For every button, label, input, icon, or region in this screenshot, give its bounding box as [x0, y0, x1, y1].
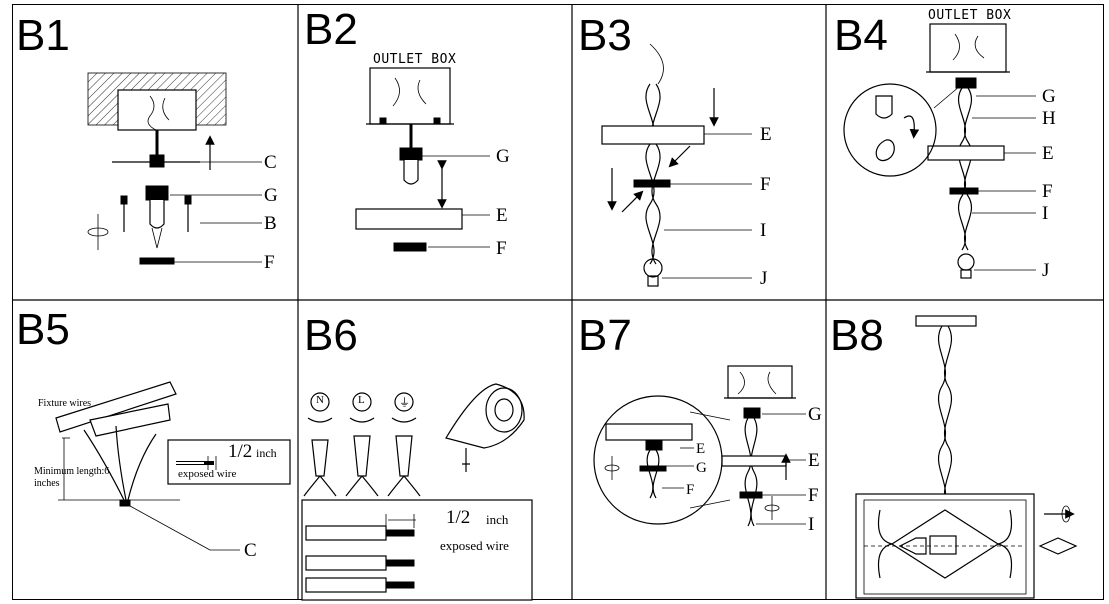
b3-label-i: I — [760, 220, 767, 241]
b3-label-e: E — [760, 124, 772, 145]
b5-fixture-wires-label: Fixture wires — [38, 398, 92, 409]
b7-label-e: E — [808, 450, 820, 471]
b6-strip-length: 1/2 — [446, 507, 471, 528]
b6-symbol-neutral: N — [316, 394, 324, 406]
b2-drawing — [355, 67, 490, 252]
b4-label-j: J — [1042, 260, 1050, 281]
b5-min-length-unit: inches — [34, 478, 60, 489]
b4-label-e: E — [1042, 143, 1054, 164]
b5-strip-length: 1/2 — [228, 441, 253, 462]
b6-exposed-wire-label: exposed wire — [440, 538, 509, 553]
step-tag-b6: B6 — [304, 311, 358, 360]
panel-grid — [12, 4, 1104, 600]
b1-label-c: C — [264, 152, 277, 173]
b3-label-f: F — [760, 174, 771, 195]
b4-label-g: G — [1042, 86, 1056, 107]
b1-label-b: B — [264, 213, 277, 234]
step-tag-b3: B3 — [578, 11, 632, 60]
b4-label-f: F — [1042, 181, 1053, 202]
b7-detail-label-e: E — [696, 441, 706, 457]
b4-label-i: I — [1042, 203, 1049, 224]
b5-drawing — [55, 381, 291, 551]
b5-label-c: C — [244, 540, 257, 561]
b7-drawing — [593, 365, 806, 527]
b5-strip-unit: inch — [256, 446, 277, 460]
b2-label-g: G — [496, 146, 510, 167]
step-tag-b1: B1 — [16, 11, 70, 60]
b4-outlet-box-label: OUTLET BOX — [928, 8, 1012, 23]
b6-drawing — [301, 383, 533, 601]
b1-label-g: G — [264, 185, 278, 206]
step-tag-b5: B5 — [16, 305, 70, 354]
b7-label-i: I — [808, 514, 815, 535]
b6-symbol-live: L — [358, 394, 365, 406]
step-tag-b4: B4 — [834, 11, 888, 60]
b4-label-h: H — [1042, 108, 1056, 129]
b3-label-j: J — [760, 268, 768, 289]
b7-label-g: G — [808, 404, 822, 425]
b5-exposed-wire-label: exposed wire — [178, 468, 237, 480]
step-tag-b8: B8 — [830, 311, 884, 360]
b7-detail-label-g: G — [696, 460, 707, 476]
b1-label-f: F — [264, 252, 275, 273]
b7-detail-label-f: F — [686, 482, 695, 498]
b6-strip-unit: inch — [486, 512, 509, 527]
b6-symbol-ground: ⏚ — [399, 397, 410, 409]
step-tag-b2: B2 — [304, 5, 358, 54]
b7-label-f: F — [808, 485, 819, 506]
step-tag-b7: B7 — [578, 311, 632, 360]
b5-min-length-label: Minimum length:6 — [34, 466, 110, 477]
b3-drawing — [601, 43, 752, 287]
b1-drawing — [87, 72, 262, 265]
b2-label-e: E — [496, 205, 508, 226]
b2-outlet-box-label: OUTLET BOX — [373, 52, 457, 67]
b4-drawing — [843, 23, 1036, 279]
b8-drawing — [855, 315, 1078, 599]
b2-label-f: F — [496, 238, 507, 259]
